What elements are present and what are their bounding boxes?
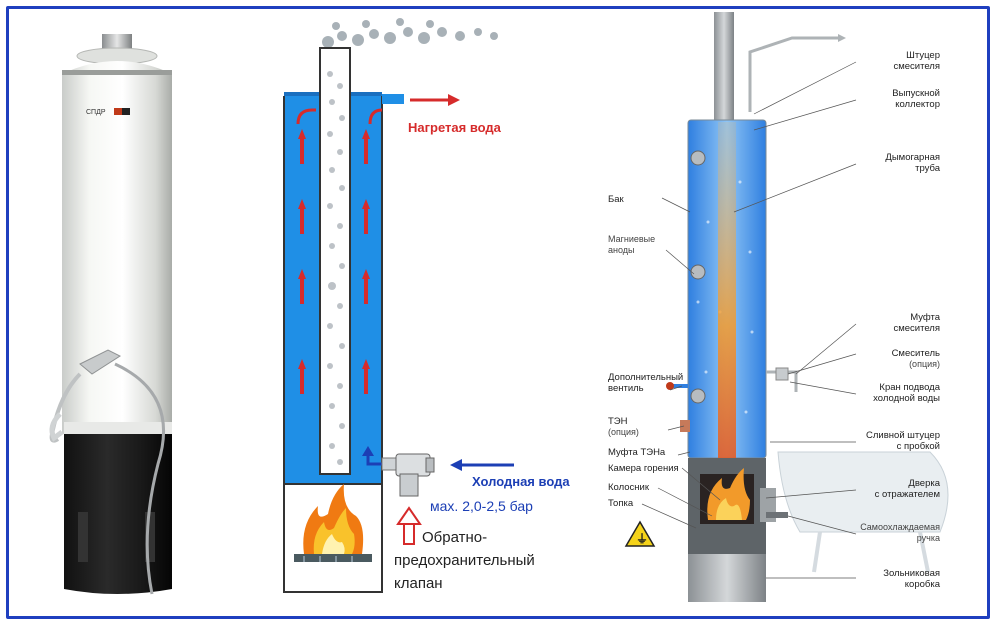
cold-inlet-arrow	[362, 446, 386, 466]
flue-pipe	[319, 47, 351, 475]
label-outlet-2: коллектор	[895, 99, 940, 110]
label-valve-1: Дополнительный	[608, 372, 684, 383]
label-mixer-fitting-1: Штуцер	[906, 50, 940, 61]
flue-tube	[718, 122, 736, 462]
pressure-label: мах. 2,0-2,5 бар	[430, 498, 533, 514]
label-ten-opt: (опция)	[608, 427, 639, 437]
cutaway-diagram: ⏚ Бак Магниевые аноды Дополнительный вен…	[600, 12, 980, 612]
label-coupling-1: Муфта	[910, 312, 940, 323]
svg-text:СПДР: СПДР	[86, 109, 106, 116]
svg-text:⏚: ⏚	[636, 532, 648, 546]
label-cold-tap-2: холодной воды	[873, 393, 940, 404]
label-door-2: с отражателем	[874, 489, 940, 500]
valve-label-2: предохранительный	[394, 552, 535, 569]
hot-flow-arrows	[296, 108, 383, 394]
label-mixer-fitting-2: смесителя	[893, 61, 940, 72]
label-ash-2: коробка	[904, 579, 940, 590]
label-tank: Бак	[608, 194, 624, 205]
label-door-1: Дверка	[908, 478, 940, 489]
water-jacket	[284, 94, 382, 484]
label-firebox: Топка	[608, 498, 634, 509]
safety-valve	[381, 453, 435, 497]
image-frame	[6, 6, 990, 619]
label-cold-tap-1: Кран подвода	[879, 382, 940, 393]
label-grate: Колосник	[608, 482, 650, 493]
smoke	[322, 18, 498, 48]
label-mixer-1: Смеситель	[891, 348, 940, 359]
label-mixer-2: (опция)	[909, 359, 940, 369]
grate	[294, 554, 372, 562]
anodes	[690, 150, 706, 404]
label-handle-2: ручка	[916, 533, 940, 543]
cold-water-label: Холодная вода	[472, 474, 570, 489]
label-anodes-1: Магниевые	[608, 234, 656, 244]
bath	[777, 451, 949, 533]
label-outlet-1: Выпускной	[892, 88, 940, 99]
label-combustion: Камера горения	[608, 463, 679, 474]
label-anodes-2: аноды	[608, 245, 635, 255]
product-photo: СПДР	[40, 34, 190, 604]
ash-box	[688, 554, 766, 602]
label-ash-1: Зольниковая	[883, 568, 940, 579]
label-coupling-2: смесителя	[893, 323, 940, 334]
flame	[303, 484, 364, 554]
cold-water-in-arrow	[450, 459, 514, 471]
label-handle-1: Самоохлаждаемая	[860, 522, 940, 532]
label-ten: ТЭН	[608, 416, 628, 427]
hot-water-out-arrow	[410, 94, 460, 106]
label-ten-coupling: Муфта ТЭНа	[608, 447, 666, 458]
label-drain-2: с пробкой	[896, 441, 940, 452]
valve-pointer-arrow	[396, 506, 422, 545]
warning-sign: ⏚	[624, 520, 656, 547]
label-flue-1: Дымогарная	[885, 152, 940, 163]
heater-schematic: Нагретая вода Холодная вода мах. 2,0-2,5…	[270, 14, 600, 614]
label-valve-2: вентиль	[608, 383, 644, 394]
hot-water-label: Нагретая вода	[408, 120, 502, 135]
valve-label-1: Обратно-	[422, 529, 487, 546]
label-drain-1: Сливной штуцер	[866, 430, 940, 441]
valve-label-3: клапан	[394, 575, 443, 592]
brand-logo: СПДР	[86, 108, 130, 116]
label-flue-2: труба	[915, 163, 940, 174]
